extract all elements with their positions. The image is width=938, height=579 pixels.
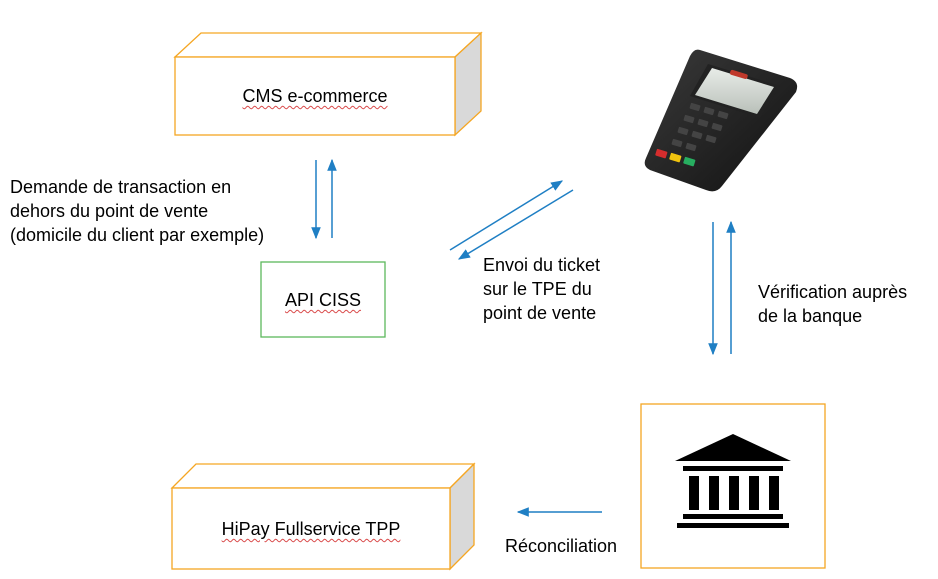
cms-ecommerce-box <box>173 31 483 137</box>
verification-banque-label: Vérification auprès de la banque <box>758 282 908 326</box>
envoi-ticket-label: Envoi du ticket sur le TPE du point de v… <box>483 255 601 323</box>
hipay-fullservice-label: HiPay Fullservice TPP <box>221 519 401 539</box>
arrow-api-to-tpe <box>449 180 564 251</box>
api-ciss-box <box>260 261 386 338</box>
reconciliation-label: Réconciliation <box>505 536 618 556</box>
payment-terminal-icon <box>644 49 798 192</box>
hipay-box <box>170 462 476 571</box>
arrow-tpe-to-api <box>457 189 574 260</box>
demande-transaction-label: Demande de transaction en dehors du poin… <box>10 177 265 245</box>
api-ciss-label: API CISS <box>284 290 362 310</box>
cms-ecommerce-label: CMS e-commerce <box>242 86 388 106</box>
bank-building-icon <box>675 434 791 528</box>
